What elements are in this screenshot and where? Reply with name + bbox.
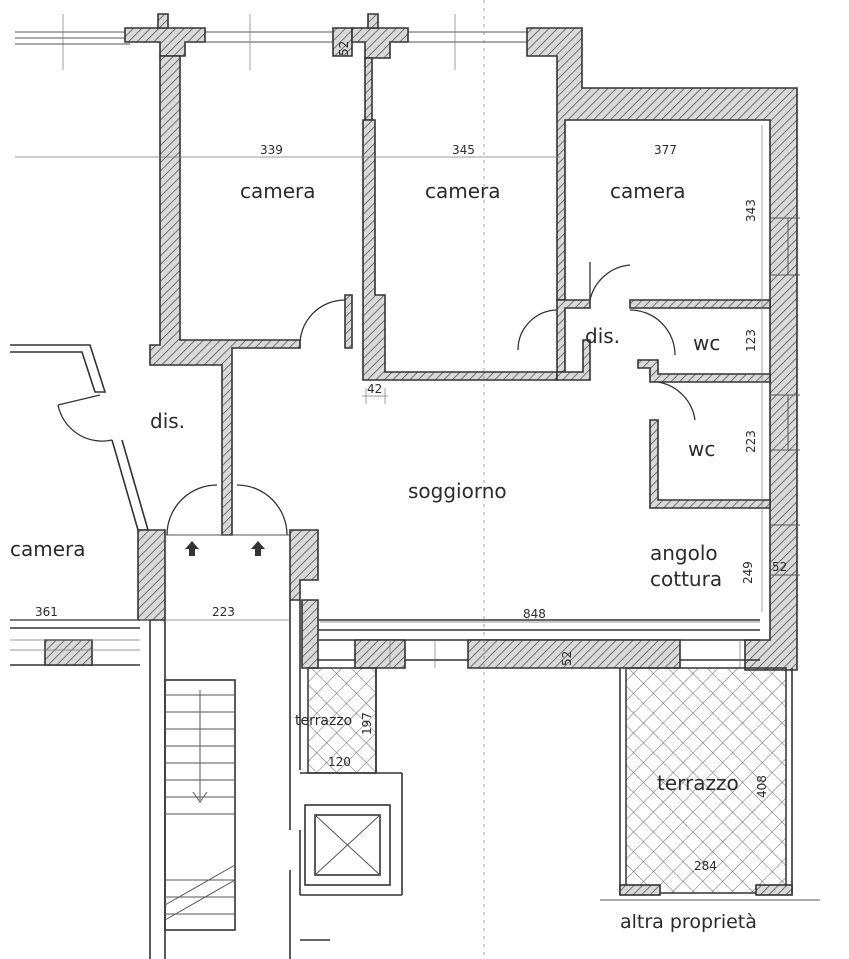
entrance-arrows (185, 541, 265, 556)
dim-42: 42 (367, 382, 382, 396)
dim-343: 343 (744, 199, 758, 222)
dim-223-right: 223 (744, 430, 758, 453)
room-label-dis-center: dis. (585, 324, 620, 348)
small-terrace (299, 667, 403, 896)
top-facade (15, 14, 530, 70)
room-label-camera-1: camera (240, 179, 316, 203)
room-label-angolo: angolo (650, 541, 718, 565)
dim-345: 345 (452, 143, 475, 157)
dim-339: 339 (260, 143, 283, 157)
dim-249: 249 (741, 561, 755, 584)
stair-treads (164, 679, 236, 931)
dim-52-bottom: 52 (560, 651, 574, 666)
dim-223-stair: 223 (212, 605, 235, 619)
doors (299, 262, 696, 421)
dimension-lines (10, 0, 763, 959)
room-label-wc-top: wc (693, 331, 720, 355)
dim-52-right: 52 (772, 560, 787, 574)
dim-197: 197 (360, 712, 374, 735)
left-apartment (10, 344, 166, 666)
dim-123: 123 (744, 329, 758, 352)
room-label-soggiorno: soggiorno (408, 479, 507, 503)
room-label-camera-2: camera (425, 179, 501, 203)
bedroom-walls (149, 55, 771, 536)
room-label-camera-3: camera (610, 179, 686, 203)
lift (289, 804, 391, 959)
dim-284: 284 (694, 859, 717, 873)
room-label-cottura: cottura (650, 567, 722, 591)
dim-408: 408 (755, 775, 769, 798)
room-label-wc-bottom: wc (688, 437, 715, 461)
top-wall (124, 13, 798, 671)
note-altra-proprieta: altra proprietà (620, 911, 757, 933)
arrow-up-icon (251, 541, 265, 556)
dim-52-top: 52 (337, 41, 351, 56)
room-label-camera-left: camera (10, 537, 86, 561)
room-label-terrazzo-large: terrazzo (657, 771, 739, 795)
stairwell (149, 484, 319, 959)
arrow-up-icon (185, 541, 199, 556)
dim-120: 120 (328, 755, 351, 769)
dim-848: 848 (523, 607, 546, 621)
large-terrace (600, 667, 820, 901)
right-windows (770, 217, 800, 576)
dim-361: 361 (35, 605, 58, 619)
living-bottom-wall (301, 599, 760, 669)
dim-377: 377 (654, 143, 677, 157)
room-label-terrazzo-small: terrazzo (295, 713, 352, 729)
room-label-dis-left: dis. (150, 409, 185, 433)
